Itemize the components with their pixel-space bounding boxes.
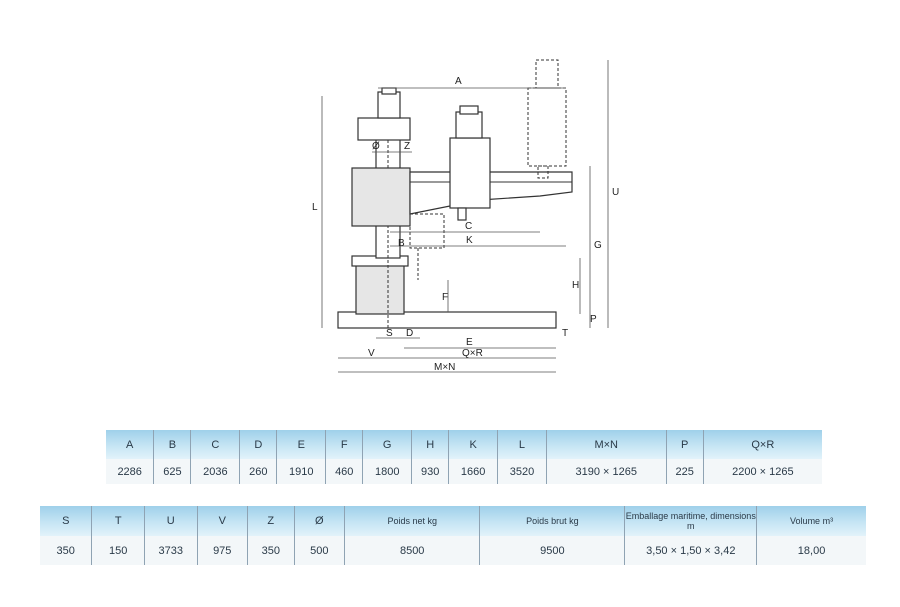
- column-head: [357, 117, 411, 141]
- dim-label-t: T: [562, 328, 568, 339]
- table-header-cell: Poids net kg: [344, 506, 480, 536]
- table-header-cell: B: [153, 430, 191, 459]
- table-header-cell: H: [411, 430, 449, 459]
- column-pedestal: [355, 257, 405, 315]
- table-header-cell: Emballage maritime, dimensions m: [624, 506, 757, 536]
- table-cell: 625: [153, 459, 191, 484]
- table-header-cell: Q×R: [702, 430, 822, 459]
- dim-label-h: H: [572, 280, 579, 291]
- dim-label-u: U: [612, 187, 619, 198]
- table-cell: 3733: [143, 536, 197, 565]
- table-header-row: S T U V Z Ø Poids net kg Poids brut kg E…: [40, 506, 866, 536]
- table-header-cell: L: [497, 430, 547, 459]
- table-cell: 150: [91, 536, 145, 565]
- table-cell: 350: [247, 536, 295, 565]
- table-cell: 350: [40, 536, 92, 565]
- table-header-cell: C: [190, 430, 240, 459]
- table-header-cell: Z: [247, 506, 295, 536]
- table-cell: 930: [411, 459, 449, 484]
- table-cell: 18,00: [756, 536, 866, 565]
- dim-label-qxr: Q×R: [462, 348, 483, 359]
- table-header-row: A B C D E F G H K L M×N P Q×R: [106, 430, 822, 459]
- dim-label-b: B: [398, 238, 405, 249]
- base-plate: [337, 311, 557, 329]
- table-cell: 225: [665, 459, 704, 484]
- dim-label-diameter: Ø: [372, 141, 380, 152]
- drill-head-extended: [527, 87, 567, 167]
- dimensions-table-2: S T U V Z Ø Poids net kg Poids brut kg E…: [40, 506, 866, 565]
- table-cell: 1800: [362, 459, 412, 484]
- table-cell: 3190 × 1265: [545, 459, 667, 484]
- dim-label-a: A: [455, 76, 462, 87]
- table-cell: 2036: [190, 459, 240, 484]
- drill-head: [449, 137, 491, 209]
- dim-label-f: F: [442, 292, 448, 303]
- table-header-cell: A: [106, 430, 154, 459]
- drill-head-motor: [455, 111, 483, 139]
- table-header-cell: Volume m³: [756, 506, 866, 536]
- table-header-cell: V: [196, 506, 248, 536]
- table-header-cell: S: [40, 506, 92, 536]
- table-header-cell: E: [276, 430, 326, 459]
- radial-drill-dimension-drawing: A C K B Ø Z L U G H F P S D T E V Q×R M×…: [312, 59, 619, 373]
- dim-label-g: G: [594, 240, 602, 251]
- table-header-cell: U: [143, 506, 197, 536]
- table-header-cell: F: [325, 430, 363, 459]
- table-header-cell: T: [91, 506, 145, 536]
- table-header-cell: K: [448, 430, 498, 459]
- table-cell: 3,50 × 1,50 × 3,42: [624, 536, 757, 565]
- table-cell: 3520: [497, 459, 547, 484]
- table-cell: 460: [325, 459, 363, 484]
- dim-label-k: K: [466, 235, 473, 246]
- arm-sleeve: [351, 167, 411, 227]
- dim-label-z: Z: [404, 141, 410, 152]
- dim-label-v: V: [368, 348, 375, 359]
- table-cell: 975: [196, 536, 248, 565]
- table-cell: 1660: [448, 459, 498, 484]
- table-header-cell: G: [362, 430, 412, 459]
- table-cell: 1910: [276, 459, 326, 484]
- table-header-cell: P: [665, 430, 704, 459]
- dimensions-table-1: A B C D E F G H K L M×N P Q×R 2286 625 2…: [106, 430, 822, 484]
- dim-label-c: C: [465, 221, 472, 232]
- dim-label-mxn: M×N: [434, 362, 455, 373]
- table-cell: 260: [239, 459, 277, 484]
- table-header-cell: Poids brut kg: [479, 506, 625, 536]
- dim-label-l: L: [312, 202, 318, 213]
- table-row: 2286 625 2036 260 1910 460 1800 930 1660…: [106, 459, 822, 484]
- dim-label-s: S: [386, 328, 393, 339]
- dim-label-d: D: [406, 328, 413, 339]
- table-cell: 2286: [106, 459, 154, 484]
- table-header-cell: M×N: [545, 430, 667, 459]
- column-motor: [377, 91, 401, 119]
- dim-label-e: E: [466, 337, 473, 348]
- table-header-cell: Ø: [293, 506, 345, 536]
- table-cell: 500: [293, 536, 345, 565]
- table-cell: 2200 × 1265: [702, 459, 822, 484]
- dim-label-p: P: [590, 314, 597, 325]
- table-cell: 9500: [479, 536, 625, 565]
- table-header-cell: D: [239, 430, 277, 459]
- table-cell: 8500: [344, 536, 480, 565]
- table-row: 350 150 3733 975 350 500 8500 9500 3,50 …: [40, 536, 866, 565]
